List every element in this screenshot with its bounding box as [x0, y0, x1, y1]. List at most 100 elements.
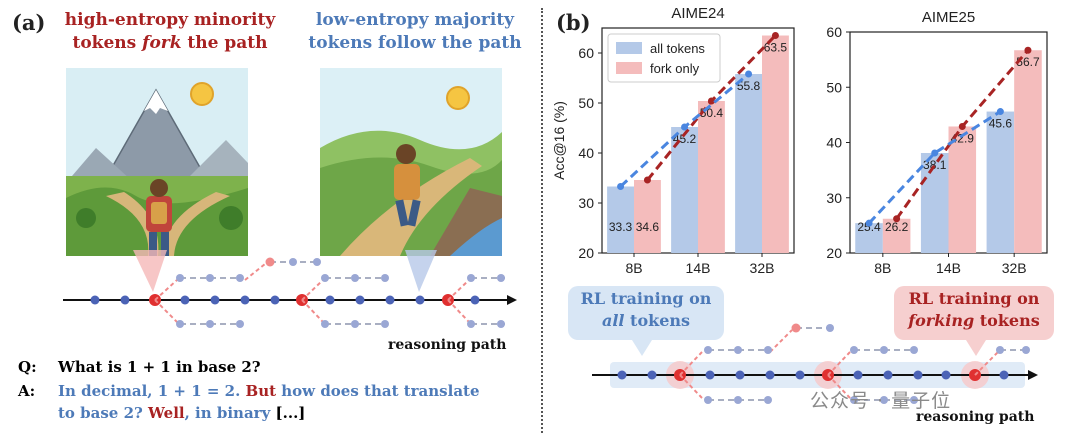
- path-label-a: reasoning path: [388, 337, 507, 353]
- callout-fork-line1: RL training on: [908, 289, 1040, 308]
- x-tick-label: 14B: [686, 260, 711, 276]
- trend-point-all-tokens: [865, 219, 873, 227]
- y-tick-label: 20: [578, 245, 594, 261]
- a-seg3: how does that translate: [276, 382, 480, 400]
- legend-label-all-tokens: all tokens: [650, 41, 705, 56]
- callout-all-line2: all tokens: [568, 310, 724, 332]
- bar-fork-only: [948, 126, 977, 253]
- bar-all-tokens: [986, 111, 1015, 253]
- bar-fork-only: [762, 35, 789, 253]
- bar-all-tokens: [855, 223, 883, 253]
- callout-fork-line2: forking tokens: [894, 310, 1054, 332]
- callout-all-line1: RL training on: [580, 289, 712, 308]
- trend-point-all-tokens: [681, 123, 689, 131]
- x-tick-label: 8B: [625, 260, 642, 276]
- data-label-fork-only: 63.5: [764, 41, 788, 55]
- a-seg6: , in binary: [184, 404, 276, 422]
- callout-all-em: all: [601, 311, 625, 330]
- a-ellipsis: [...]: [275, 404, 306, 422]
- panel-a-label: (a): [12, 10, 46, 35]
- callout-all-tokens: RL training on all tokens: [568, 286, 724, 340]
- answer-line2: to base 2? Well, in binary [...]: [18, 402, 538, 424]
- trend-point-fork-only: [707, 97, 715, 105]
- x-tick-label: 32B: [750, 260, 775, 276]
- a-prefix: A:: [18, 382, 36, 400]
- x-tick-label: 32B: [1002, 260, 1027, 276]
- y-tick-label: 40: [826, 135, 842, 151]
- callout-all-post: tokens: [624, 311, 691, 330]
- bar-all-tokens: [607, 186, 634, 253]
- bar-all-tokens: [735, 74, 762, 253]
- data-label-fork-only: 26.2: [885, 220, 909, 234]
- panel-divider: [541, 8, 543, 433]
- trend-point-all-tokens: [745, 70, 753, 78]
- legend-swatch-fork-only: [616, 62, 642, 74]
- path-label-b: reasoning path: [916, 409, 1035, 425]
- fork-illustration: [66, 68, 248, 256]
- legend-swatch-all-tokens: [616, 42, 642, 54]
- y-axis-label: Acc@16 (%): [551, 101, 567, 180]
- bar-all-tokens: [920, 152, 949, 253]
- data-label-all-tokens: 33.3: [609, 220, 633, 234]
- y-tick-label: 50: [578, 95, 594, 111]
- fork-headline-line2: tokens fork the path: [40, 32, 300, 55]
- fork-headline: high-entropy minority tokens fork the pa…: [40, 9, 300, 55]
- trend-point-fork-only: [893, 215, 901, 223]
- data-label-fork-only: 34.6: [636, 220, 660, 234]
- data-label-all-tokens: 45.6: [989, 117, 1013, 131]
- chart-title-1: AIME25: [922, 9, 975, 26]
- bar-fork-only: [882, 218, 911, 253]
- q-prefix: Q:: [18, 358, 37, 376]
- trend-point-fork-only: [958, 122, 966, 130]
- bar-fork-only: [634, 180, 661, 253]
- follow-headline: low-entropy majority tokens follow the p…: [300, 9, 530, 55]
- legend-label-fork-only: fork only: [650, 61, 700, 76]
- callout-all-pointer: [632, 340, 652, 356]
- bar-all-tokens: [671, 127, 698, 253]
- y-tick-label: 30: [578, 195, 594, 211]
- fork-headline-line1: high-entropy minority: [64, 10, 276, 30]
- y-tick-label: 60: [826, 24, 842, 40]
- a-seg1: In decimal, 1 + 1 = 2.: [58, 382, 246, 400]
- data-label-all-tokens: 55.8: [737, 79, 761, 93]
- trend-line-all-tokens: [867, 110, 1002, 225]
- callout-forking-tokens: RL training on forking tokens: [894, 286, 1054, 340]
- follow-headline-line2: tokens follow the path: [308, 33, 522, 53]
- trend-point-fork-only: [643, 176, 651, 184]
- trend-point-all-tokens: [931, 149, 939, 157]
- trend-point-fork-only: [1024, 46, 1032, 54]
- training-path-diagram: [592, 323, 1038, 404]
- a-fork-word2: Well: [148, 404, 185, 422]
- x-tick-label: 8B: [874, 260, 891, 276]
- qa-block: Q: What is 1 + 1 in base 2? A: In decimal,…: [18, 356, 538, 424]
- y-tick-label: 40: [578, 145, 594, 161]
- x-tick-label: 14B: [936, 260, 961, 276]
- fork-emphasis: fork: [142, 33, 182, 53]
- bar-fork-only: [1014, 50, 1042, 253]
- question-line: Q: What is 1 + 1 in base 2?: [18, 356, 538, 378]
- fork-path-diagram: [63, 250, 517, 328]
- answer-line: A: In decimal, 1 + 1 = 2. But how does th…: [18, 380, 538, 402]
- y-tick-label: 60: [578, 45, 594, 61]
- callout-fork-pointer: [966, 340, 986, 356]
- y-tick-label: 50: [826, 79, 842, 95]
- fork-headline-pre: tokens: [72, 33, 143, 53]
- y-tick-label: 20: [826, 245, 842, 261]
- follow-illustration: [320, 68, 502, 256]
- panel-b-label: (b): [556, 10, 591, 35]
- callout-fork-post: tokens: [974, 311, 1040, 330]
- data-label-all-tokens: 25.4: [857, 220, 881, 234]
- data-label-fork-only: 56.7: [1016, 55, 1040, 69]
- trend-point-fork-only: [771, 32, 779, 39]
- trend-point-all-tokens: [996, 108, 1004, 116]
- chart-title-0: AIME24: [671, 5, 724, 22]
- q-text: What is 1 + 1 in base 2?: [58, 358, 261, 376]
- data-label-all-tokens: 38.1: [923, 158, 947, 172]
- a-fork-word1: But: [245, 382, 277, 400]
- y-tick-label: 30: [826, 190, 842, 206]
- watermark: 公众号 · 量子位: [810, 390, 952, 412]
- fork-headline-post: the path: [181, 33, 268, 53]
- callout-fork-em: forking: [908, 311, 975, 330]
- trend-point-all-tokens: [617, 183, 625, 190]
